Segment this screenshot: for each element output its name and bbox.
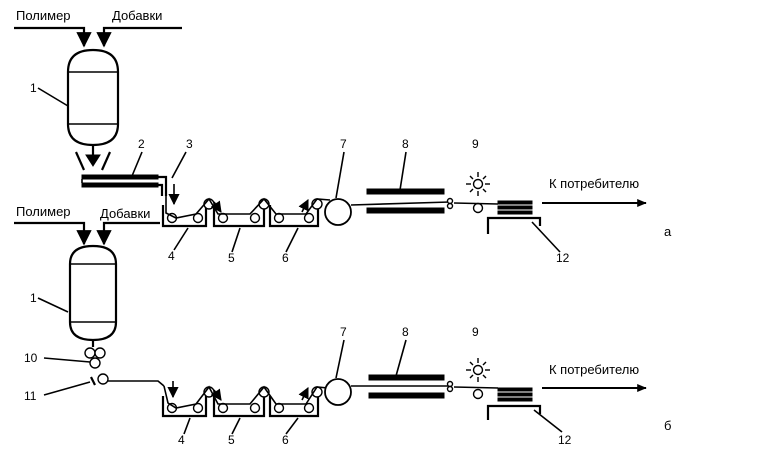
stacker-a xyxy=(486,200,542,234)
label-variant-b: б xyxy=(664,418,671,433)
drying-drum-a xyxy=(324,198,352,226)
irradiator-a xyxy=(466,172,490,214)
number-1-b: 1 xyxy=(30,291,37,305)
number-7-a: 7 xyxy=(340,137,347,151)
scheme-a: Полимер Добавки 1 2 xyxy=(14,8,672,265)
drying-drum-b xyxy=(324,378,352,406)
number-3-a: 3 xyxy=(186,137,193,151)
gear-pump-b xyxy=(84,347,106,369)
number-12-a: 12 xyxy=(556,251,570,265)
mixer-vessel-a xyxy=(66,48,120,167)
mixer-vessel-b xyxy=(68,244,118,347)
number-7-b: 7 xyxy=(340,325,347,339)
number-6-a: 6 xyxy=(282,251,289,265)
number-2-a: 2 xyxy=(138,137,145,151)
number-5-b: 5 xyxy=(228,433,235,447)
number-8-a: 8 xyxy=(402,137,409,151)
oven-a xyxy=(366,188,445,214)
die-a xyxy=(158,175,180,206)
irradiator-b xyxy=(466,358,490,400)
bath-4-a xyxy=(161,205,208,228)
number-5-a: 5 xyxy=(228,251,235,265)
bath-4-b xyxy=(161,396,208,418)
label-variant-a: а xyxy=(664,224,672,239)
label-polymer-a: Полимер xyxy=(16,8,71,23)
feed-lines-b xyxy=(14,221,160,246)
number-4-a: 4 xyxy=(168,249,175,263)
stacker-b xyxy=(486,387,542,420)
extruder-a xyxy=(81,174,159,188)
number-4-b: 4 xyxy=(178,433,185,447)
number-10-b: 10 xyxy=(24,351,38,365)
spinneret-b xyxy=(90,373,109,386)
number-11-b: 11 xyxy=(24,389,37,403)
bath-6-b xyxy=(268,396,320,418)
scheme-b: Полимер Добавки 1 10 11 xyxy=(14,204,671,447)
label-consumer-a: К потребителю xyxy=(549,176,639,191)
number-9-a: 9 xyxy=(472,137,479,151)
label-consumer-b: К потребителю xyxy=(549,362,639,377)
label-polymer-b: Полимер xyxy=(16,204,71,219)
bath-5-b xyxy=(212,396,266,418)
label-additives-b: Добавки xyxy=(100,206,150,221)
number-1-a: 1 xyxy=(30,81,37,95)
label-additives-a: Добавки xyxy=(112,8,162,23)
oven-b xyxy=(368,374,445,399)
number-6-b: 6 xyxy=(282,433,289,447)
number-8-b: 8 xyxy=(402,325,409,339)
number-9-b: 9 xyxy=(472,325,479,339)
feed-lines-a xyxy=(14,26,182,48)
bath-6-a xyxy=(268,205,320,228)
number-12-b: 12 xyxy=(558,433,572,447)
